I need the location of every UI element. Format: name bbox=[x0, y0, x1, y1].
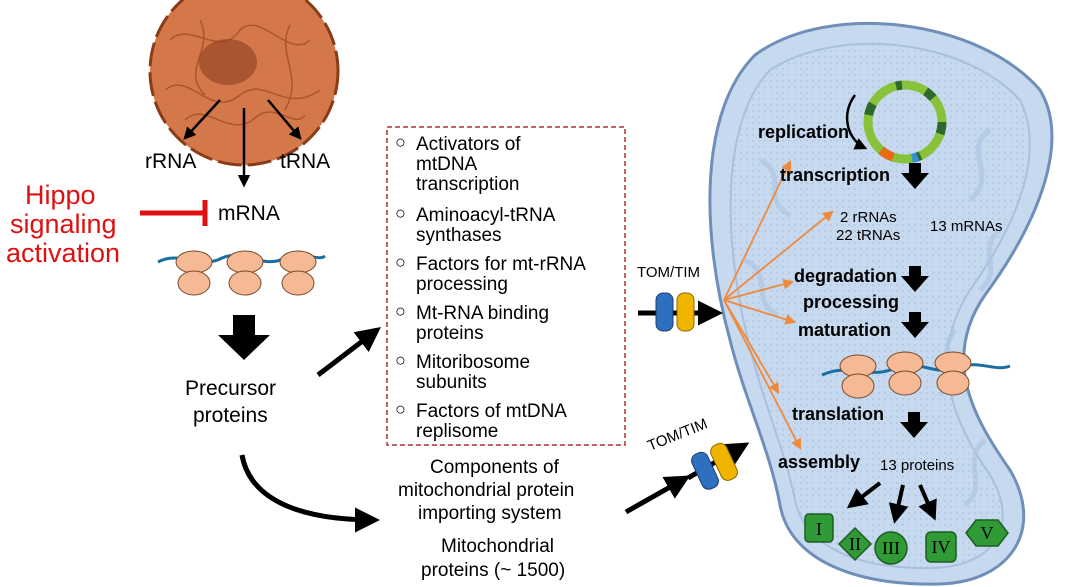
step-assembly: assembly bbox=[778, 452, 860, 472]
ribosome bbox=[934, 351, 972, 396]
tomtim-lower-label: TOM/TIM bbox=[645, 415, 710, 454]
cytosolic-ribosomes bbox=[157, 250, 326, 296]
svg-text:Mt-RNA binding: Mt-RNA binding bbox=[416, 303, 549, 324]
factor-item: ○ Factors of mtDNA replisome bbox=[395, 399, 567, 442]
mito-down-arrows bbox=[900, 163, 929, 438]
svg-text:I: I bbox=[816, 519, 822, 539]
mito-proteins-line2: proteins (~ 1500) bbox=[421, 560, 565, 581]
step-translation: translation bbox=[792, 404, 884, 424]
svg-text:processing: processing bbox=[416, 274, 508, 295]
orange-fan-arrows bbox=[723, 160, 834, 450]
tomtim-upper-complex bbox=[655, 292, 695, 332]
complex-v: V bbox=[965, 519, 1009, 547]
factor-item: ○ Factors for mt-rRNA processing bbox=[395, 252, 586, 295]
svg-text:V: V bbox=[981, 523, 994, 543]
svg-text:○: ○ bbox=[395, 132, 406, 152]
arrow-to-rrna bbox=[183, 99, 221, 140]
mito-ribosomes bbox=[821, 351, 1011, 399]
step-replication: replication bbox=[758, 122, 849, 142]
svg-text:Factors for mt-rRNA: Factors for mt-rRNA bbox=[416, 254, 586, 275]
ribosome bbox=[175, 250, 213, 296]
svg-text:○: ○ bbox=[395, 399, 406, 419]
svg-text:II: II bbox=[849, 534, 861, 554]
factor-item: ○ Mt-RNA binding proteins bbox=[395, 301, 549, 344]
complex-iv: IV bbox=[925, 531, 957, 563]
factor-item: ○ Mitoribosome subunits bbox=[395, 350, 530, 393]
svg-text:○: ○ bbox=[395, 203, 406, 223]
importing-label-line3: importing system bbox=[418, 503, 562, 524]
step-degradation: degradation bbox=[794, 266, 897, 286]
svg-text:transcription: transcription bbox=[416, 174, 520, 195]
tomtim-upper-label: TOM/TIM bbox=[637, 264, 700, 281]
hippo-inhibition-arrow bbox=[140, 200, 208, 226]
rrna-label: rRNA bbox=[145, 150, 196, 173]
step-transcription: transcription bbox=[780, 165, 890, 185]
svg-text:mtDNA: mtDNA bbox=[416, 154, 478, 175]
hippo-label-line2: signaling bbox=[10, 209, 117, 239]
ribosome bbox=[886, 351, 924, 396]
rna-2-rrnas: 2 rRNAs bbox=[840, 209, 897, 226]
factor-item: ○ Aminoacyl-tRNA synthases bbox=[395, 203, 556, 246]
arrow-to-trna bbox=[267, 99, 302, 140]
arrow-to-precursor bbox=[218, 315, 270, 360]
complex-arrows bbox=[846, 481, 937, 524]
svg-text:IV: IV bbox=[932, 537, 951, 557]
svg-text:Mitoribosome: Mitoribosome bbox=[416, 352, 530, 373]
ribosome bbox=[279, 250, 317, 296]
importing-label-line1: Components of bbox=[430, 457, 560, 478]
step-maturation: maturation bbox=[798, 320, 891, 340]
ribosome bbox=[839, 354, 877, 399]
mrna-label: mRNA bbox=[218, 202, 280, 225]
hippo-label-line3: activation bbox=[6, 238, 120, 268]
svg-text:○: ○ bbox=[395, 301, 406, 321]
nucleolus bbox=[199, 39, 257, 85]
arrow-to-importing bbox=[239, 454, 380, 533]
svg-text:Aminoacyl-tRNA: Aminoacyl-tRNA bbox=[416, 205, 556, 226]
factor-item: ○ Activators of mtDNA transcription bbox=[395, 132, 521, 195]
factor-box bbox=[386, 126, 626, 446]
mtdna-circle bbox=[845, 80, 947, 164]
mito-proteins-line1: Mitochondrial bbox=[441, 536, 554, 557]
replication-circular-arrow bbox=[845, 94, 868, 150]
complex-ii: II bbox=[837, 526, 873, 562]
importing-label-line2: mitochondrial protein bbox=[398, 480, 574, 501]
precursor-label-line1: Precursor bbox=[185, 377, 276, 400]
svg-text:replisome: replisome bbox=[416, 421, 498, 442]
svg-text:Factors of mtDNA: Factors of mtDNA bbox=[416, 401, 567, 422]
svg-text:○: ○ bbox=[395, 350, 406, 370]
precursor-label-line2: proteins bbox=[193, 404, 268, 427]
svg-text:proteins: proteins bbox=[416, 323, 484, 344]
trna-label: tRNA bbox=[280, 150, 330, 173]
step-processing: processing bbox=[803, 292, 899, 312]
svg-text:synthases: synthases bbox=[416, 225, 502, 246]
ribosome bbox=[226, 250, 264, 296]
tomtim-lower-complex bbox=[691, 442, 738, 490]
svg-text:Activators of: Activators of bbox=[416, 134, 521, 155]
arrow-to-tomtim-lower bbox=[624, 475, 691, 515]
svg-text:○: ○ bbox=[395, 252, 406, 272]
arrow-to-factor-box bbox=[316, 326, 381, 377]
hippo-label-line1: Hippo bbox=[25, 180, 96, 210]
complex-iii: III bbox=[874, 531, 908, 565]
complex-i: I bbox=[804, 513, 834, 543]
rna-13-mrnas: 13 mRNAs bbox=[930, 218, 1003, 235]
svg-text:III: III bbox=[882, 538, 900, 558]
rna-22-trnas: 22 tRNAs bbox=[836, 227, 900, 244]
proteins-13-label: 13 proteins bbox=[880, 457, 954, 474]
svg-text:subunits: subunits bbox=[416, 372, 487, 393]
